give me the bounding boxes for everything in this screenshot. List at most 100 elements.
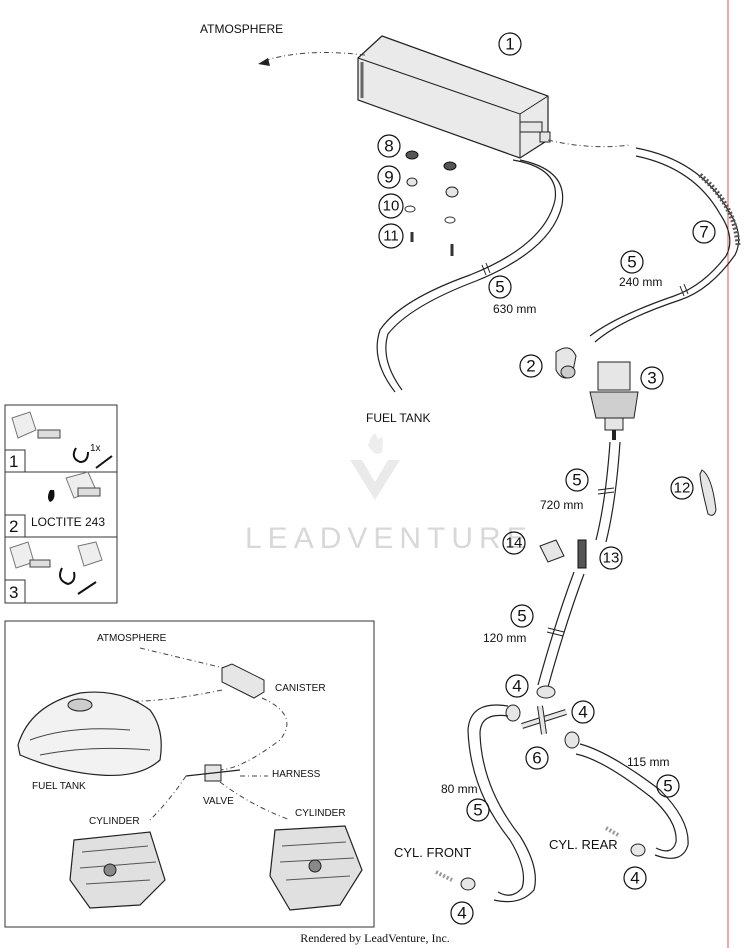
- inset-cylinder-right: [269, 825, 363, 911]
- strap-part: [699, 469, 717, 516]
- inset-cylinder-lines: [149, 775, 291, 821]
- callout-5-b: 5: [620, 250, 644, 274]
- length-630: 630 mm: [493, 302, 536, 316]
- callout-6: 6: [525, 746, 549, 770]
- length-115: 115 mm: [627, 755, 669, 769]
- svg-text:3: 3: [647, 369, 656, 388]
- step2-text: LOCTITE 243: [31, 515, 105, 529]
- callout-11: 11: [378, 223, 404, 249]
- watermark-logo: [350, 433, 400, 500]
- hose-fuel-tank: [376, 159, 557, 393]
- callout-4-a: 4: [505, 674, 529, 698]
- step1-text: 1x: [90, 443, 101, 454]
- svg-text:5: 5: [473, 801, 482, 820]
- callout-14: 14: [502, 531, 526, 555]
- inset-cylinder-left-label: CYLINDER: [89, 816, 140, 827]
- svg-text:7: 7: [699, 223, 708, 242]
- cyl-front-label: CYL. FRONT: [394, 845, 471, 860]
- elbow-fitting-part: [555, 347, 577, 379]
- grommet-parts: [404, 150, 459, 256]
- callout-4-c: 4: [623, 866, 647, 890]
- callout-5-c: 5: [565, 468, 589, 492]
- callout-5-e: 5: [466, 798, 490, 822]
- svg-text:9: 9: [384, 168, 393, 187]
- clamp-upper: [536, 685, 556, 699]
- callout-4-d: 4: [450, 901, 474, 925]
- svg-text:10: 10: [383, 198, 400, 215]
- callout-13: 13: [599, 546, 623, 570]
- length-240: 240 mm: [619, 275, 662, 289]
- cyl-rear-label: CYL. REAR: [549, 837, 618, 852]
- callout-7: 7: [692, 220, 716, 244]
- inset-valve-label: VALVE: [203, 796, 234, 807]
- svg-text:11: 11: [383, 228, 399, 245]
- front-nipple: [435, 870, 476, 891]
- hose-720-outer: [605, 441, 621, 543]
- callout-5-a: 5: [488, 275, 512, 299]
- svg-text:4: 4: [512, 677, 521, 696]
- callout-12: 12: [670, 476, 694, 500]
- inset-canister-label: CANISTER: [275, 683, 326, 694]
- callout-3: 3: [640, 366, 664, 390]
- purge-valve-part: [589, 361, 639, 440]
- atmosphere-arrow: [258, 58, 270, 66]
- hose-break-mark-2: [679, 283, 689, 297]
- callout-5-d: 5: [510, 604, 534, 628]
- step3-illustration: [9, 541, 103, 595]
- inset-valve: [185, 764, 241, 782]
- length-120: 120 mm: [483, 631, 526, 645]
- hose-115: [579, 743, 689, 859]
- svg-text:4: 4: [578, 703, 587, 722]
- canister-vent-line: [547, 139, 631, 148]
- svg-text:5: 5: [517, 607, 526, 626]
- hose-break-mark: [481, 262, 491, 276]
- inset-fuel-tank-label: FUEL TANK: [32, 781, 86, 792]
- length-80: 80 mm: [441, 782, 478, 796]
- inset-atmosphere: ATMOSPHERE: [97, 633, 167, 644]
- step1-number: 1: [9, 452, 18, 471]
- callout-5-f: 5: [656, 774, 680, 798]
- footer-credit: Rendered by LeadVenture, Inc.: [300, 931, 450, 945]
- step3-number: 3: [9, 583, 18, 602]
- protective-sleeve: [698, 173, 741, 246]
- clamp-right: [564, 731, 580, 749]
- t-piece-part: [521, 705, 567, 735]
- callout-4-b: 4: [571, 700, 595, 724]
- callout-8: 8: [377, 134, 401, 158]
- atmosphere-line: [261, 52, 366, 63]
- watermark-text: LEADVENTURE: [245, 522, 533, 555]
- svg-text:14: 14: [506, 535, 523, 552]
- inset-harness-label: HARNESS: [272, 769, 321, 780]
- clip-part: [539, 539, 565, 563]
- svg-text:5: 5: [663, 777, 672, 796]
- rear-nipple: [605, 826, 646, 857]
- svg-text:6: 6: [532, 749, 541, 768]
- inset-tank-line: [109, 689, 223, 702]
- callout-1: 1: [498, 32, 522, 56]
- svg-text:2: 2: [526, 357, 535, 376]
- svg-text:4: 4: [457, 904, 466, 923]
- svg-text:5: 5: [627, 253, 636, 272]
- hose-240-inner: [589, 155, 731, 337]
- inset-fuel-tank: [17, 691, 162, 777]
- callout-2: 2: [519, 354, 543, 378]
- inset-cylinder-left: [69, 831, 166, 909]
- hose-120-outer: [547, 573, 585, 688]
- hose-break-mark-4: [546, 627, 565, 637]
- svg-text:5: 5: [495, 278, 504, 297]
- svg-text:4: 4: [630, 869, 639, 888]
- atmosphere-label: ATMOSPHERE: [200, 22, 283, 36]
- hose-120: [537, 571, 575, 686]
- hose-fuel-tank-outer: [385, 159, 564, 391]
- svg-text:8: 8: [384, 137, 393, 156]
- inset-cylinder-right-label: CYLINDER: [295, 808, 346, 819]
- callout-9: 9: [377, 165, 401, 189]
- step1-illustration: [11, 411, 113, 469]
- hose-80: [467, 704, 525, 896]
- length-720: 720 mm: [540, 498, 583, 512]
- svg-text:13: 13: [603, 550, 620, 567]
- step2-number: 2: [9, 517, 18, 536]
- hose-break-mark-3: [597, 487, 615, 495]
